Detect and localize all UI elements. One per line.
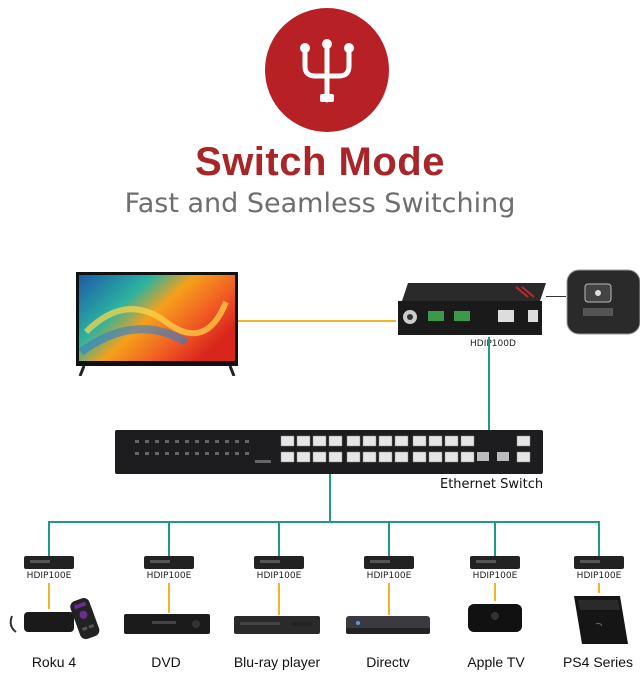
hdmi-drop-5 [494,583,496,601]
encoder-label: HDIP100E [146,571,192,581]
device-label: DVD [151,654,181,670]
device-label: Roku 4 [31,654,77,670]
encoder-drop-4 [388,521,390,556]
hdmi-drop-2 [168,583,170,613]
bluray-player [232,614,322,636]
ps4-console [568,592,636,650]
hdmi-cable [238,320,396,322]
encoder-drop-5 [494,521,496,556]
encoder-drop-3 [278,521,280,556]
receiver-device [394,283,546,337]
page-title: Switch Mode [195,140,445,184]
hdmi-drop-6 [598,583,600,593]
encoder-drop-2 [168,521,170,556]
encoder-unit [364,556,414,569]
device-label: PS4 Series [562,654,634,670]
encoder-drop-6 [598,521,600,556]
ethernet-switch-device [115,430,543,474]
encoder-unit [24,556,74,569]
directv-receiver [344,614,432,636]
device-label: Apple TV [467,654,525,670]
encoder-unit [254,556,304,569]
receiver-label: HDIP100D [470,339,516,349]
encoder-label: HDIP100E [256,571,302,581]
switch-mode-badge [265,8,389,132]
encoder-unit [470,556,520,569]
encoder-label: HDIP100E [472,571,518,581]
encoder-drop-1 [48,521,50,556]
device-label: Directv [366,654,410,670]
device-label: Blu-ray player [233,654,321,670]
encoder-label: HDIP100E [26,571,72,581]
encoder-unit [144,556,194,569]
hdmi-drop-3 [278,583,280,615]
hdmi-drop-1 [48,583,50,609]
roku-device [6,592,106,642]
network-switch-icon [300,39,354,103]
switch-label: Ethernet Switch [440,477,544,492]
encoder-label: HDIP100E [366,571,412,581]
television [76,272,238,377]
detail-connector-line [546,296,566,297]
encoder-label: HDIP100E [576,571,622,581]
hdmi-drop-4 [388,583,390,615]
network-cable-trunk [329,474,331,522]
network-cable-bus [48,521,600,523]
page-subtitle: Fast and Seamless Switching [124,188,516,219]
apple-tv [464,600,526,636]
receiver-port-detail [565,268,640,336]
network-cable-receiver [488,337,490,433]
encoder-unit [574,556,624,569]
dvd-player [122,612,212,636]
